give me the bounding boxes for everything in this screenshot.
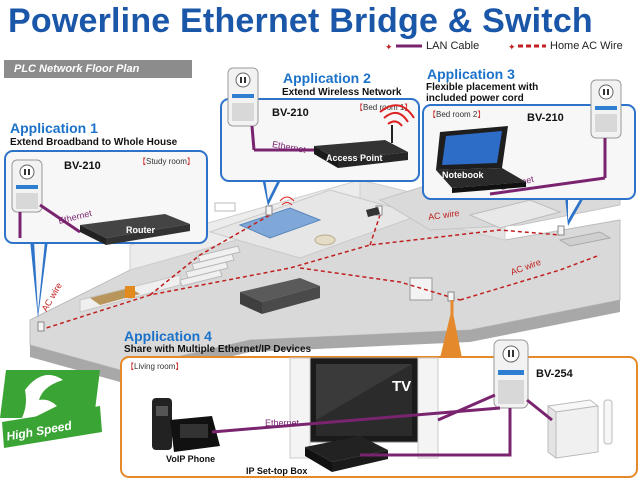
app1-room: 【Study room】 — [138, 157, 195, 166]
app2-subtitle: Extend Wireless Network — [282, 87, 402, 98]
app1-subtitle: Extend Broadband to Whole House — [10, 137, 178, 148]
app1-model: BV-210 — [64, 160, 101, 172]
app2-room: 【Bed room 1】 — [355, 103, 413, 112]
app3-subtitle: Flexible placement with — [426, 82, 539, 93]
notebook-device — [436, 126, 526, 193]
high-speed-badge — [0, 370, 102, 448]
app2-device-label: Access Point — [326, 153, 383, 163]
game-console-device — [546, 399, 613, 459]
app4-title: Application 4 — [124, 328, 212, 344]
app3-room: 【Bed room 2】 — [428, 110, 486, 119]
app4-room: 【Living room】 — [126, 362, 184, 371]
tv-device — [289, 357, 439, 459]
legend-ac-label: Home AC Wire — [550, 40, 623, 52]
floor-plan — [29, 159, 621, 382]
page-title: Powerline Ethernet Bridge & Switch — [8, 2, 593, 40]
app3-plc-adapter — [590, 79, 622, 139]
router-device — [80, 214, 190, 245]
app4-stb-label: IP Set-top Box — [246, 466, 308, 476]
app3-device-label: Notebook — [442, 170, 484, 180]
app1-device-label: Router — [126, 225, 155, 235]
legend-lan-label: LAN Cable — [426, 40, 480, 52]
legend-ac-glyph: ✦ — [508, 42, 546, 52]
app1-plc-adapter — [11, 159, 43, 213]
app1-title: Application 1 — [10, 120, 98, 136]
access-point-device — [314, 125, 408, 168]
app4-tv-label: TV — [392, 378, 412, 395]
app2-title: Application 2 — [283, 70, 371, 86]
svg-text:✦: ✦ — [385, 42, 393, 52]
voip-phone-device — [152, 398, 220, 452]
legend-lan-glyph: ✦ — [385, 42, 422, 52]
app3-title: Application 3 — [427, 66, 515, 82]
app2-model: BV-210 — [272, 107, 309, 119]
svg-text:✦: ✦ — [508, 42, 516, 52]
app4-subtitle: Share with Multiple Ethernet/IP Devices — [124, 344, 312, 355]
app4-plc-adapter — [493, 339, 529, 409]
app4-model: BV-254 — [536, 368, 573, 380]
app4-phone-label: VoIP Phone — [166, 454, 216, 464]
app2-plc-adapter — [227, 67, 259, 127]
floor-plan-label: PLC Network Floor Plan — [4, 60, 192, 78]
app3-subtitle-2: included power cord — [426, 93, 524, 104]
app3-model: BV-210 — [527, 112, 564, 124]
wifi-icon — [379, 104, 415, 127]
app4-ethernet-label: Ethernet — [265, 418, 300, 428]
